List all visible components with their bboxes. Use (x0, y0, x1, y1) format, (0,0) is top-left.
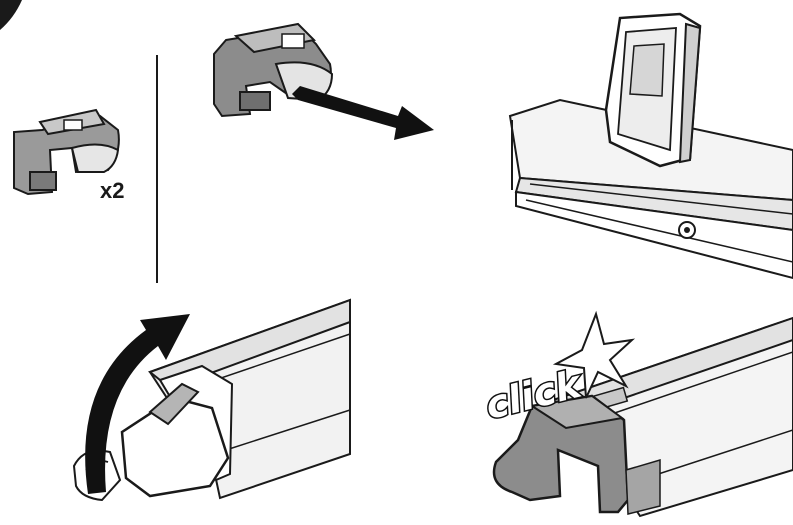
corner-fragment (0, 0, 22, 30)
quantity-label: x2 (100, 178, 124, 203)
rail-rotate (72, 298, 351, 502)
click-burst-icon (552, 310, 636, 399)
rail-clicked (492, 316, 793, 518)
rotate-arrow-icon (85, 314, 190, 494)
rail-with-foot (508, 12, 793, 280)
end-cap-part-small (13, 108, 120, 196)
slide-arrow-icon (292, 86, 434, 140)
